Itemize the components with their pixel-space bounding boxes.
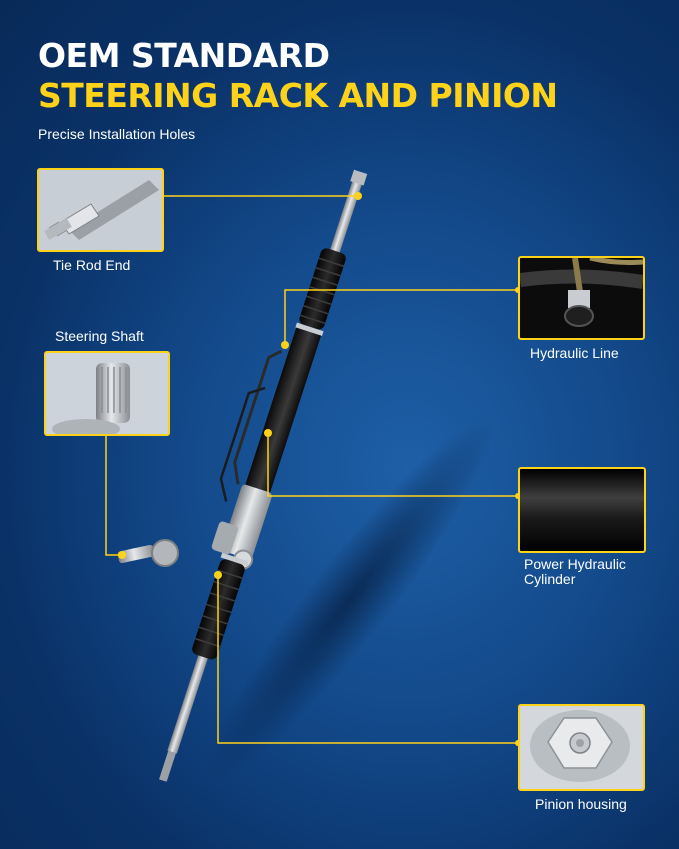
power-cylinder-tube — [245, 327, 322, 493]
label-power-hydraulic-cylinder-line2: Cylinder — [524, 571, 576, 587]
hydraulic-line-2 — [219, 386, 266, 502]
connector-hydraulic-line — [284, 289, 518, 345]
steering-shaft-closeup — [44, 351, 170, 436]
rack-shadow — [204, 417, 496, 783]
tie-rod-end-image — [39, 170, 162, 250]
label-hydraulic-line: Hydraulic Line — [530, 345, 619, 361]
label-power-hydraulic-cylinder-line1: Power Hydraulic — [524, 556, 626, 572]
connector-pinion-housing — [217, 575, 518, 744]
upper-inner-rod — [329, 175, 364, 255]
connector-power-cylinder — [267, 433, 518, 497]
power-cylinder-closeup — [518, 467, 646, 553]
lower-boot — [192, 552, 249, 660]
subtitle: Precise Installation Holes — [38, 126, 196, 142]
connector-dots — [118, 192, 521, 746]
lower-thread — [159, 750, 176, 782]
pinion-housing-closeup — [518, 704, 645, 791]
label-steering-shaft: Steering Shaft — [55, 328, 144, 344]
page-title: OEM STANDARD — [38, 36, 330, 75]
label-pinion-housing: Pinion housing — [535, 796, 627, 812]
pinion-shaft-body — [211, 521, 238, 555]
connector-steering-shaft — [105, 433, 122, 556]
power-cylinder-image — [520, 469, 644, 551]
tie-rod-end-closeup — [37, 168, 164, 252]
label-tie-rod-end: Tie Rod End — [53, 257, 131, 273]
upper-thread — [350, 169, 368, 186]
callout-connectors — [105, 195, 518, 744]
input-shaft — [117, 539, 179, 567]
hydraulic-line-image — [520, 258, 643, 338]
hydraulic-line-1 — [233, 349, 283, 485]
page-title-highlight: STEERING RACK AND PINION — [38, 76, 558, 115]
upper-boot — [295, 248, 346, 336]
headline: OEM STANDARD STEERING RACK AND PINION — [38, 36, 648, 116]
hydraulic-line-closeup — [518, 256, 645, 340]
lower-inner-rod — [167, 655, 208, 754]
steering-shaft-image — [46, 353, 168, 434]
pinion-housing-image — [520, 706, 643, 789]
